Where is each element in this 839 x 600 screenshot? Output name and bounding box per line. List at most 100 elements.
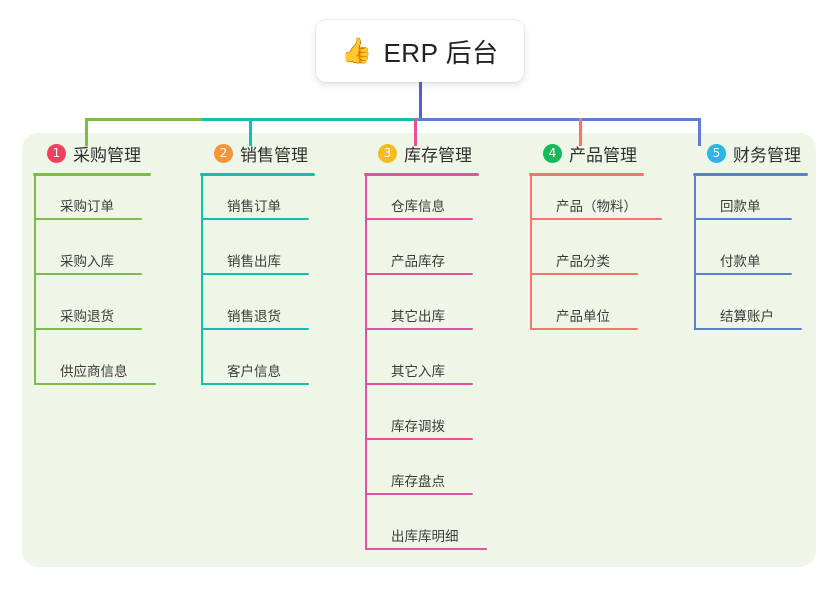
branch-item-label: 供应商信息	[60, 364, 128, 379]
branch-index-badge: 3	[378, 143, 397, 163]
branch-item-label: 产品分类	[556, 254, 610, 269]
branch-item[interactable]: 库存盘点	[365, 451, 473, 495]
branch-item[interactable]: 销售退货	[201, 286, 309, 330]
branch-item[interactable]: 供应商信息	[34, 341, 156, 385]
connector-segment-col1-col2	[85, 118, 202, 121]
branch-items: 仓库信息产品库存其它出库其它入库库存调拨库存盘点出库库明细	[364, 176, 487, 600]
branch-underline	[364, 173, 479, 176]
branch-underline	[200, 173, 315, 176]
connector-drop-col3	[414, 118, 417, 146]
branch-item-label: 产品（物料）	[556, 199, 637, 214]
branch-item-underline	[365, 218, 473, 220]
connector-drop-col2	[249, 118, 252, 146]
branch-item-label: 销售出库	[227, 254, 281, 269]
branch-item-underline	[365, 273, 473, 275]
branch-item-underline	[365, 493, 473, 495]
branch-item-underline	[34, 273, 142, 275]
branch-item-underline	[694, 218, 792, 220]
branch-item-label: 出库库明细	[391, 529, 459, 544]
connector-segment-col2-root	[202, 118, 419, 121]
branch-item[interactable]: 结算账户	[694, 286, 802, 330]
branch-item[interactable]: 采购退货	[34, 286, 142, 330]
branch-item-label: 采购订单	[60, 199, 114, 214]
branch-item-underline	[365, 328, 473, 330]
branch-item-label: 销售退货	[227, 309, 281, 324]
branch-title: 销售管理	[240, 145, 308, 165]
branch-spine	[34, 176, 36, 385]
branch-item-underline	[365, 548, 487, 550]
connector-root-stem	[419, 82, 422, 120]
branch-item-label: 产品单位	[556, 309, 610, 324]
branch-item[interactable]: 其它入库	[365, 341, 473, 385]
branch-item-underline	[201, 328, 309, 330]
connector-drop-col1	[85, 118, 88, 146]
branch-column-2: 2 销售管理销售订单销售出库销售退货客户信息	[200, 140, 315, 435]
branch-items: 产品（物料） 产品分类产品单位	[529, 176, 662, 380]
branch-spine	[365, 176, 367, 550]
connector-segment-root-col5	[419, 118, 699, 121]
branch-item-underline	[530, 273, 638, 275]
branch-spine	[694, 176, 696, 330]
branch-items: 销售订单销售出库销售退货客户信息	[200, 176, 315, 435]
branch-item-label: 付款单	[720, 254, 761, 269]
branch-index-badge: 4	[543, 143, 562, 163]
branch-title: 采购管理	[73, 145, 141, 165]
branch-spine	[530, 176, 532, 330]
branch-item-label: 其它入库	[391, 364, 445, 379]
branch-column-1: 1 采购管理采购订单采购入库采购退货供应商信息	[33, 140, 156, 435]
branch-header-3[interactable]: 3 库存管理	[364, 140, 479, 166]
branch-item-label: 产品库存	[391, 254, 445, 269]
branch-item-label: 结算账户	[720, 309, 774, 324]
branch-item-underline	[34, 383, 156, 385]
root-node-card[interactable]: 👍 ERP 后台	[316, 20, 524, 82]
branch-item[interactable]: 付款单	[694, 231, 792, 275]
branch-item-label: 采购入库	[60, 254, 114, 269]
branch-header-2[interactable]: 2 销售管理	[200, 140, 315, 166]
branch-items: 回款单付款单结算账户	[693, 176, 808, 380]
branch-underline	[693, 173, 808, 176]
branch-index-badge: 1	[47, 143, 66, 163]
branch-item[interactable]: 仓库信息	[365, 176, 473, 220]
branch-item-underline	[201, 273, 309, 275]
branch-item[interactable]: 产品（物料）	[530, 176, 662, 220]
root-node-content: 👍 ERP 后台	[341, 33, 498, 70]
branch-item[interactable]: 出库库明细	[365, 506, 487, 550]
thumbs-up-icon: 👍	[341, 36, 373, 65]
branch-title: 财务管理	[733, 145, 801, 165]
connector-drop-col4	[579, 118, 582, 146]
branch-header-5[interactable]: 5 财务管理	[693, 140, 808, 166]
branch-item-underline	[530, 328, 638, 330]
branch-item-label: 库存调拨	[391, 419, 445, 434]
branch-item[interactable]: 销售出库	[201, 231, 309, 275]
branch-column-3: 3 库存管理仓库信息产品库存其它出库其它入库库存调拨库存盘点出库库明细	[364, 140, 487, 600]
branch-item[interactable]: 产品单位	[530, 286, 638, 330]
branch-item-underline	[34, 328, 142, 330]
branch-item-label: 库存盘点	[391, 474, 445, 489]
branch-item-label: 客户信息	[227, 364, 281, 379]
branch-item-underline	[365, 438, 473, 440]
branch-item-label: 回款单	[720, 199, 761, 214]
branch-item[interactable]: 其它出库	[365, 286, 473, 330]
branch-item[interactable]: 产品库存	[365, 231, 473, 275]
branch-item-underline	[694, 273, 792, 275]
branch-index-badge: 5	[707, 143, 726, 163]
branch-item[interactable]: 库存调拨	[365, 396, 473, 440]
branch-item[interactable]: 客户信息	[201, 341, 309, 385]
branch-item[interactable]: 采购入库	[34, 231, 142, 275]
branch-item[interactable]: 回款单	[694, 176, 792, 220]
branch-item-underline	[34, 218, 142, 220]
branch-item[interactable]: 采购订单	[34, 176, 142, 220]
branch-items: 采购订单采购入库采购退货供应商信息	[33, 176, 156, 435]
branch-title: 库存管理	[404, 145, 472, 165]
connector-drop-col5	[698, 118, 701, 146]
branch-column-5: 5 财务管理回款单付款单结算账户	[693, 140, 808, 380]
branch-header-1[interactable]: 1 采购管理	[33, 140, 151, 166]
branch-item-underline	[530, 218, 662, 220]
branch-item[interactable]: 产品分类	[530, 231, 638, 275]
branch-index-badge: 2	[214, 143, 233, 163]
branch-item[interactable]: 销售订单	[201, 176, 309, 220]
branch-item-label: 销售订单	[227, 199, 281, 214]
